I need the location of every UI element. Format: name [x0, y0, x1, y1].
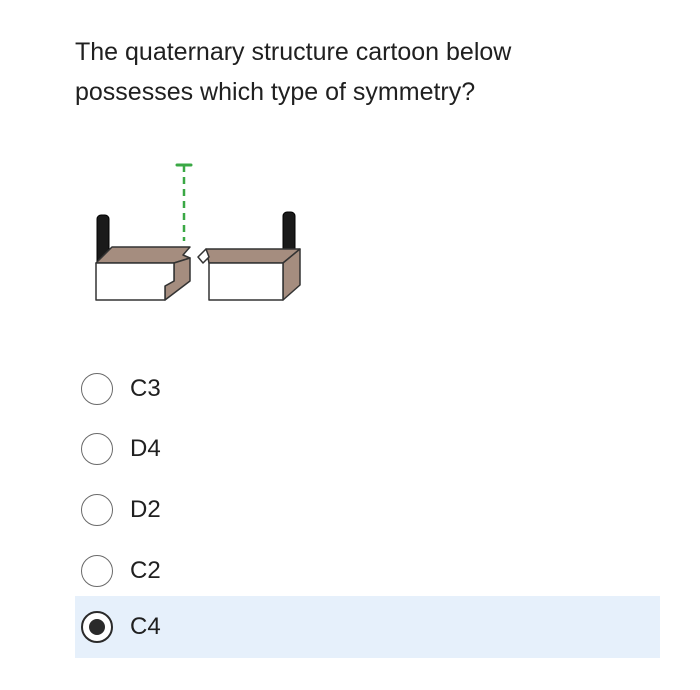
radio-selected-dot — [89, 619, 105, 635]
option-label: C3 — [130, 375, 161, 402]
radio-button[interactable] — [81, 494, 113, 526]
question-text: The quaternary structure cartoon below p… — [75, 38, 512, 106]
symmetry-axis — [175, 163, 193, 241]
option-c2[interactable]: C2 — [75, 541, 660, 601]
quaternary-structure-figure — [95, 163, 301, 301]
option-label: C4 — [130, 613, 161, 640]
left-subunit — [95, 214, 191, 301]
radio-button[interactable] — [81, 373, 113, 405]
right-subunit — [197, 211, 301, 301]
option-c3[interactable]: C3 — [75, 359, 660, 419]
option-label: D2 — [130, 496, 161, 523]
option-d2[interactable]: D2 — [75, 480, 660, 540]
option-c4[interactable]: C4 — [75, 596, 660, 658]
radio-button[interactable] — [81, 433, 113, 465]
option-d4[interactable]: D4 — [75, 419, 660, 479]
radio-button-selected[interactable] — [81, 611, 113, 643]
option-label: C2 — [130, 557, 161, 584]
radio-button[interactable] — [81, 555, 113, 587]
option-label: D4 — [130, 435, 161, 462]
